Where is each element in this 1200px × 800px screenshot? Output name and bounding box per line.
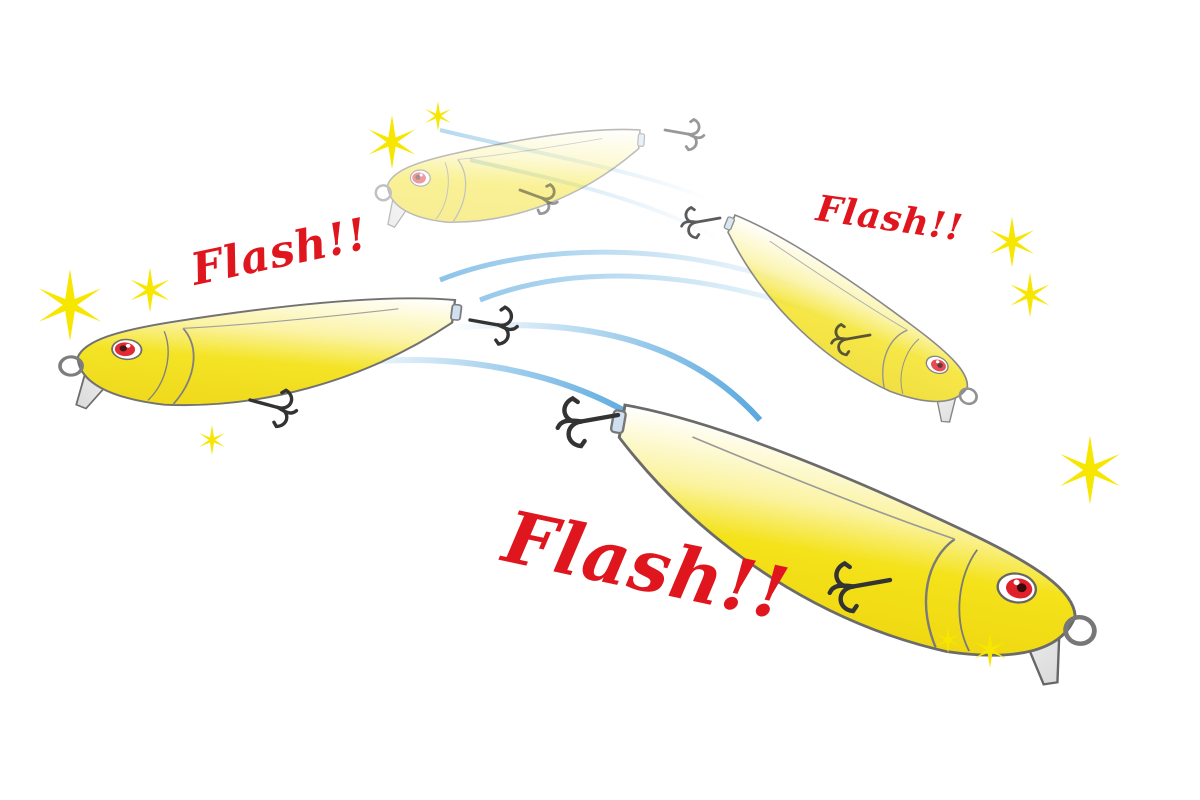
treble-hook-icon — [660, 113, 708, 154]
treble-hook-icon — [677, 201, 725, 242]
fishing-lure-icon — [53, 264, 465, 442]
sparkle-icon — [1010, 272, 1050, 318]
sparkle-icon — [199, 425, 225, 455]
sparkle-icon — [130, 267, 170, 313]
flash-label-left: Flash!! — [185, 209, 373, 296]
sparkle-icon — [1060, 435, 1120, 505]
sparkle-icon — [989, 216, 1035, 268]
flash-label-right: Flash!! — [813, 187, 966, 249]
fishing-lure-icon — [372, 110, 647, 246]
motion-arc — [339, 357, 642, 423]
sparkle-icon — [368, 115, 416, 169]
sparkle-icon — [425, 101, 451, 131]
sparkle-icon — [38, 269, 102, 341]
